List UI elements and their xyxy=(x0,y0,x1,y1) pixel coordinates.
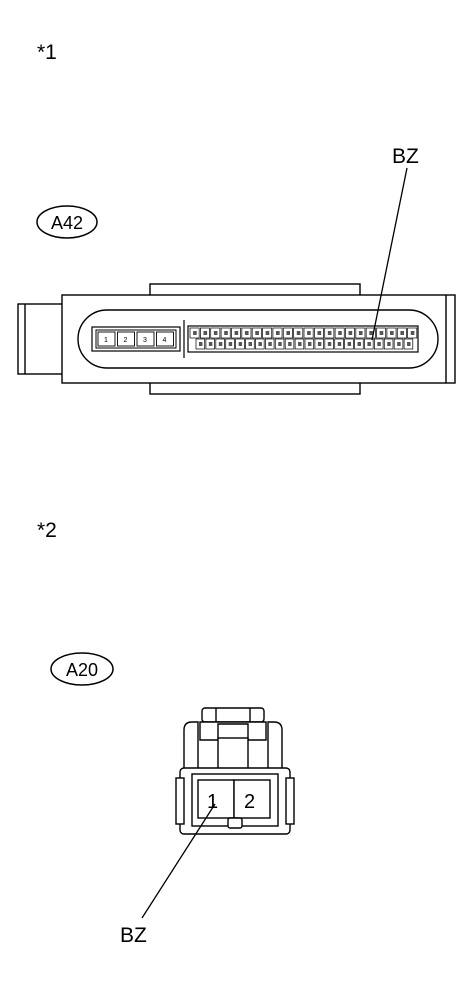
a42-signal-pin-mark xyxy=(338,331,342,335)
a42-signal-pin-mark xyxy=(298,342,302,346)
a42-signal-pin-mark xyxy=(410,331,415,335)
a20-left-arm xyxy=(183,721,199,771)
a42-signal-pin-mark xyxy=(400,331,405,335)
a42-top-tab xyxy=(149,283,361,297)
a42-signal-pin-mark xyxy=(228,342,233,346)
a20-pin-1-label: 1 xyxy=(207,791,218,813)
a42-signal-pin-mark xyxy=(397,342,401,346)
a42-power-pin-label: 2 xyxy=(124,337,128,344)
a42-signal-pin-mark xyxy=(390,331,394,335)
a42-signal-pin-mark xyxy=(265,331,270,335)
wire-label-a42: BZ xyxy=(392,145,419,168)
a42-signal-pin-mark xyxy=(268,342,272,346)
a42-signal-pin-mark xyxy=(286,331,291,335)
a42-signal-pin-mark xyxy=(224,331,228,335)
a20-leader-line xyxy=(141,803,216,919)
a42-signal-pin-mark xyxy=(255,331,259,335)
a42-signal-pin-mark xyxy=(307,331,311,335)
a42-signal-pin-mark xyxy=(327,331,332,335)
a42-signal-pin-mark xyxy=(358,331,363,335)
a42-left-plug xyxy=(17,303,69,375)
a42-signal-pin-mark xyxy=(276,331,280,335)
a42-power-pin xyxy=(136,331,155,347)
a42-signal-pin-mark xyxy=(198,342,203,346)
a42-signal-pin-mark xyxy=(377,342,381,346)
a42-signal-pin-mark xyxy=(296,331,301,335)
a42-signal-pin-mark xyxy=(367,342,371,346)
a20-right-arm xyxy=(267,721,283,771)
section-marker-1: *1 xyxy=(37,41,57,64)
a42-signal-pins xyxy=(189,327,418,350)
a42-signal-pin-mark xyxy=(307,342,312,346)
a42-signal-pin-mark xyxy=(244,331,249,335)
a42-signal-pin-mark xyxy=(369,331,373,335)
a42-power-pin xyxy=(97,331,116,347)
a42-signal-pin-mark xyxy=(348,331,353,335)
a42-signal-pin-mark xyxy=(327,342,332,346)
a42-signal-pin-mark xyxy=(258,342,262,346)
a42-signal-pin-mark xyxy=(407,342,411,346)
connector-code-a42: A42 xyxy=(50,213,84,233)
a20-key xyxy=(227,817,243,829)
a42-signal-pin-mark xyxy=(387,342,391,346)
a20-pin-cell-2 xyxy=(233,779,271,819)
section-marker-2: *2 xyxy=(37,519,57,542)
a20-neck xyxy=(199,721,267,741)
a42-power-pin xyxy=(156,331,174,347)
a42-signal-pin-mark xyxy=(234,331,239,335)
a20-pin-2-label: 2 xyxy=(244,791,255,813)
a42-signal-pin-mark xyxy=(317,331,322,335)
a42-signal-pin-mark xyxy=(193,331,197,335)
a42-signal-pin-mark xyxy=(337,342,342,346)
wire-label-a20: BZ xyxy=(120,924,147,947)
a42-power-pins: 1 2 3 4 xyxy=(97,331,174,347)
a42-signal-pin-mark xyxy=(379,331,384,335)
a20-latch xyxy=(201,707,265,723)
a42-power-pin-label: 1 xyxy=(104,337,108,344)
a42-signal-pin-mark xyxy=(218,342,223,346)
connector-code-a20: A20 xyxy=(65,660,99,680)
a42-power-pin-label: 4 xyxy=(163,337,167,344)
a42-bottom-tab xyxy=(149,381,361,395)
a42-signal-pin-mark xyxy=(213,331,218,335)
a42-leader-line xyxy=(371,167,408,341)
a42-signal-pin-mark xyxy=(347,342,352,346)
a42-signal-pin-mark xyxy=(317,342,322,346)
a20-badge-ellipse xyxy=(50,652,114,686)
a42-badge-ellipse xyxy=(36,205,98,239)
a42-signal-pin-mark xyxy=(203,331,208,335)
a42-signal-pin-mark xyxy=(357,342,361,346)
a42-signal-pin-mark xyxy=(238,342,243,346)
a42-signal-pin-mark xyxy=(288,342,292,346)
a42-power-pin xyxy=(117,331,135,347)
a42-signal-pin-mark xyxy=(248,342,252,346)
a20-connector xyxy=(175,707,295,835)
a42-power-pin-label: 3 xyxy=(143,337,147,344)
a42-signal-pin-mark xyxy=(208,342,213,346)
a42-signal-pin-mark xyxy=(278,342,282,346)
